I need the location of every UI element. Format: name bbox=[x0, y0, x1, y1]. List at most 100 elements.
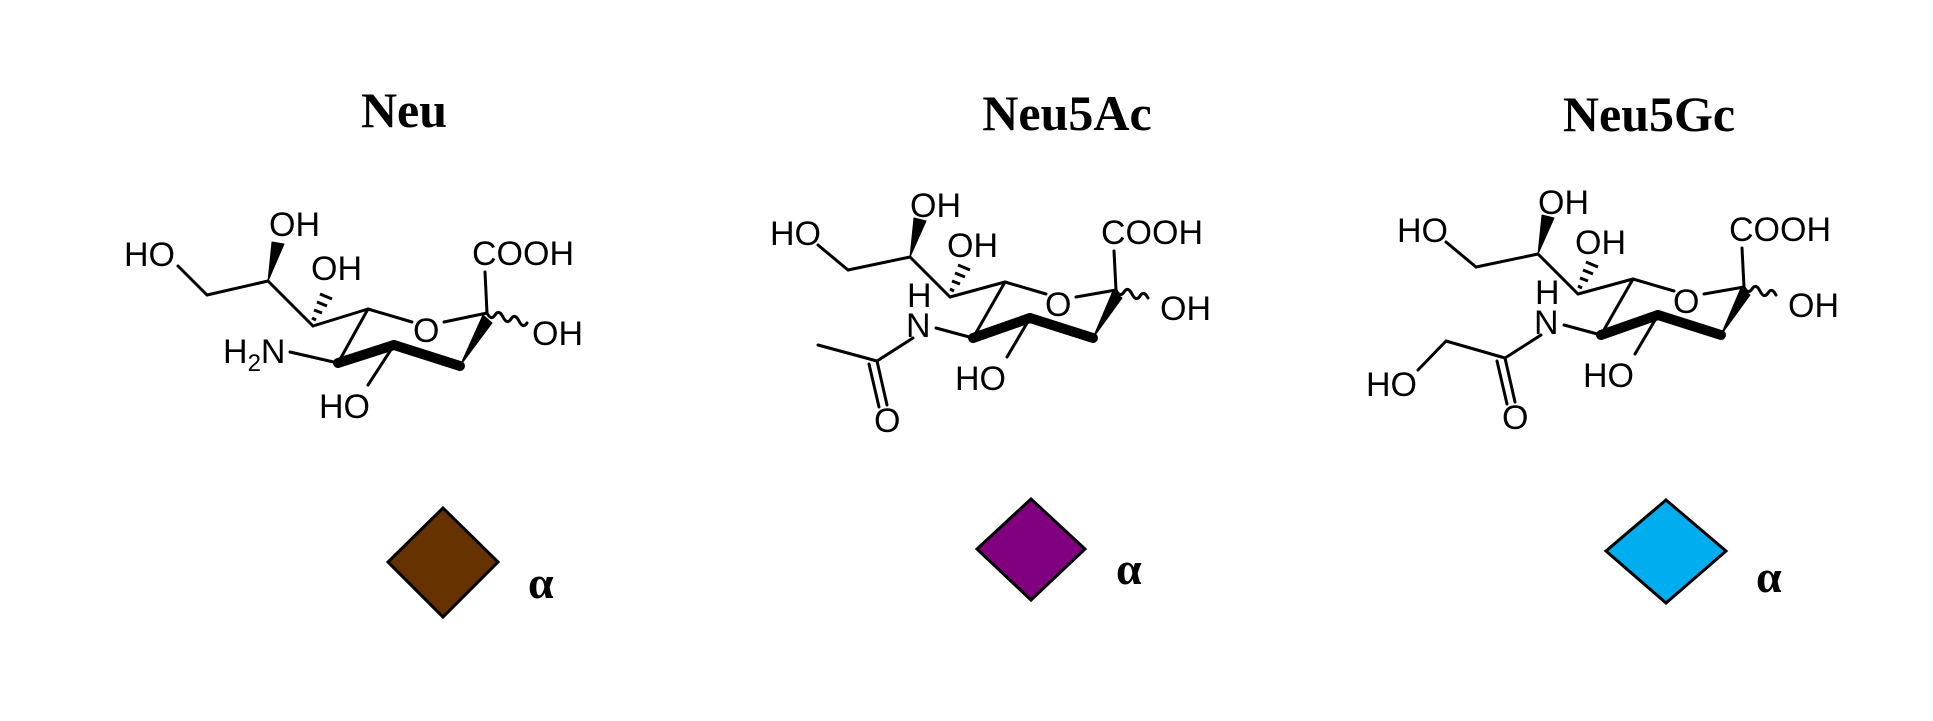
neu-bond bbox=[288, 350, 340, 365]
neu-oh-top: OH bbox=[269, 206, 320, 244]
neu5ac-wedge-bond bbox=[1092, 290, 1123, 339]
neu5ac-bond bbox=[1005, 316, 1032, 359]
neu5ac-ring-oxygen: O bbox=[1045, 286, 1071, 324]
neu-bold-bond bbox=[389, 340, 465, 371]
neu-bond bbox=[483, 270, 489, 315]
neu5gc-glycolyl-ho: HO bbox=[1366, 366, 1417, 404]
neu-wavy-bond bbox=[485, 310, 529, 328]
neu5ac-oh-c7: OH bbox=[947, 227, 998, 265]
neu5ac-wavy-bond bbox=[1114, 287, 1150, 301]
neu-bold-bond bbox=[333, 340, 399, 368]
neu-ring-oxygen: O bbox=[413, 312, 439, 350]
neu5gc-bond bbox=[1416, 339, 1448, 372]
neu5gc-structure: HO OH OH H N HO O O COOH OH HO bbox=[1366, 184, 1839, 437]
neu-wedge-bond bbox=[459, 314, 493, 367]
neu5ac-ho-c4: HO bbox=[955, 360, 1006, 398]
neu5ac-bond bbox=[1074, 288, 1118, 299]
neu5ac-anomer-label: α bbox=[1116, 543, 1142, 594]
neu5ac-bond bbox=[1003, 280, 1048, 296]
neu5ac-nh-n: N bbox=[906, 307, 931, 345]
neu5gc-hash-bond bbox=[1577, 260, 1599, 290]
neu5ac-bond bbox=[867, 362, 881, 409]
neu5gc-nh-h: H bbox=[1535, 274, 1560, 312]
neu-oh-c2: OH bbox=[532, 315, 583, 353]
neu5ac-bond bbox=[816, 343, 879, 363]
neu-structure: HO OH OH H2N O COOH OH HO bbox=[124, 206, 583, 426]
neu-anomer-label: α bbox=[528, 557, 554, 608]
neu5gc-bond bbox=[1495, 359, 1509, 406]
neu5gc-bond bbox=[1740, 246, 1746, 289]
neu-amine: H2N bbox=[223, 333, 285, 377]
neu5gc-bond bbox=[1599, 277, 1635, 337]
neu5ac-bond bbox=[1112, 249, 1118, 292]
neu-wedge-bond bbox=[267, 241, 285, 282]
neu5gc-bond bbox=[1631, 277, 1676, 293]
neu5gc-ho-c4: HO bbox=[1583, 357, 1634, 395]
neu-cooh: COOH bbox=[472, 235, 574, 273]
neu-bond bbox=[366, 307, 414, 324]
neu5ac-bond bbox=[908, 255, 952, 299]
neu5ac-oh-c2: OH bbox=[1160, 290, 1211, 328]
neu5ac-bond bbox=[846, 255, 912, 272]
neu5ac-bond bbox=[934, 326, 975, 340]
neu-ho-tail: HO bbox=[124, 236, 175, 274]
neu5ac-wedge-bond bbox=[909, 217, 927, 258]
neu5gc-bond bbox=[1444, 339, 1507, 360]
neu5ac-carbonyl-o: O bbox=[874, 402, 900, 440]
neu5ac-bold-bond bbox=[968, 313, 1035, 343]
neu5gc-oh-top: OH bbox=[1538, 184, 1589, 222]
neu-sialic-diamond-icon bbox=[385, 505, 501, 620]
neu5gc-ring-oxygen: O bbox=[1673, 283, 1699, 321]
neu5gc-cooh: COOH bbox=[1729, 211, 1831, 249]
neu5gc-bond bbox=[1503, 333, 1543, 360]
neu5gc-wedge-bond bbox=[1537, 214, 1555, 255]
neu-hash-bond bbox=[311, 292, 333, 322]
neu5ac-structure: HO OH OH H N O O COOH OH HO bbox=[770, 187, 1211, 440]
neu5gc-bond bbox=[1562, 323, 1603, 337]
neu5gc-bond bbox=[1444, 240, 1478, 269]
neu5gc-bold-bond bbox=[1596, 310, 1663, 340]
neu5gc-oh-c2: OH bbox=[1788, 287, 1839, 325]
neu-ho-c4: HO bbox=[319, 388, 370, 426]
neu-bond bbox=[176, 264, 209, 297]
neu-bond bbox=[205, 279, 270, 297]
neu-oh-c7: OH bbox=[311, 250, 362, 288]
neu-bond bbox=[336, 307, 370, 365]
neu5gc-bond bbox=[1633, 313, 1660, 356]
neu5ac-bond bbox=[948, 280, 1007, 299]
neu5gc-oh-c7: OH bbox=[1575, 224, 1626, 262]
neu5ac-bond bbox=[971, 280, 1007, 340]
neu-bond bbox=[266, 279, 315, 328]
panel-neu: Neu HO OH bbox=[124, 82, 583, 620]
neu5gc-sialic-diamond-icon bbox=[1603, 498, 1729, 605]
panel-neu5gc: Neu5Gc bbox=[1366, 86, 1839, 605]
neu5ac-bold-bond bbox=[1025, 313, 1098, 343]
neu5ac-title: Neu5Ac bbox=[982, 85, 1151, 141]
neu5gc-bond bbox=[1536, 252, 1580, 296]
neu5gc-nh-n: N bbox=[1534, 304, 1559, 342]
neu-title: Neu bbox=[361, 82, 447, 138]
neu5gc-anomer-label: α bbox=[1756, 551, 1782, 602]
neu5ac-bond bbox=[875, 359, 889, 407]
neu-bond bbox=[366, 343, 396, 387]
neu5gc-bond bbox=[1576, 277, 1635, 296]
neu5ac-sialic-diamond-icon bbox=[974, 496, 1088, 603]
neu5gc-wavy-bond bbox=[1742, 284, 1778, 298]
neu-bond bbox=[311, 307, 370, 328]
neu5ac-ho-tail: HO bbox=[770, 215, 821, 253]
neu5gc-bond bbox=[1474, 252, 1540, 269]
neu5gc-bold-bond bbox=[1653, 310, 1726, 340]
neu5ac-oh-top: OH bbox=[910, 187, 961, 225]
neu5gc-title: Neu5Gc bbox=[1563, 86, 1735, 142]
neu5ac-cooh: COOH bbox=[1101, 214, 1203, 252]
neu5gc-ho-tail: HO bbox=[1397, 212, 1448, 250]
neu5ac-nh-h: H bbox=[907, 277, 932, 315]
neu5ac-hash-bond bbox=[949, 263, 971, 293]
neu5gc-bond bbox=[1702, 285, 1746, 296]
panel-neu5ac: Neu5Ac bbox=[770, 85, 1211, 603]
neu5gc-bond bbox=[1503, 356, 1517, 404]
neu5gc-wedge-bond bbox=[1720, 287, 1751, 336]
neu5gc-carbonyl-o: O bbox=[1502, 399, 1528, 437]
neu5ac-bond bbox=[816, 243, 850, 272]
